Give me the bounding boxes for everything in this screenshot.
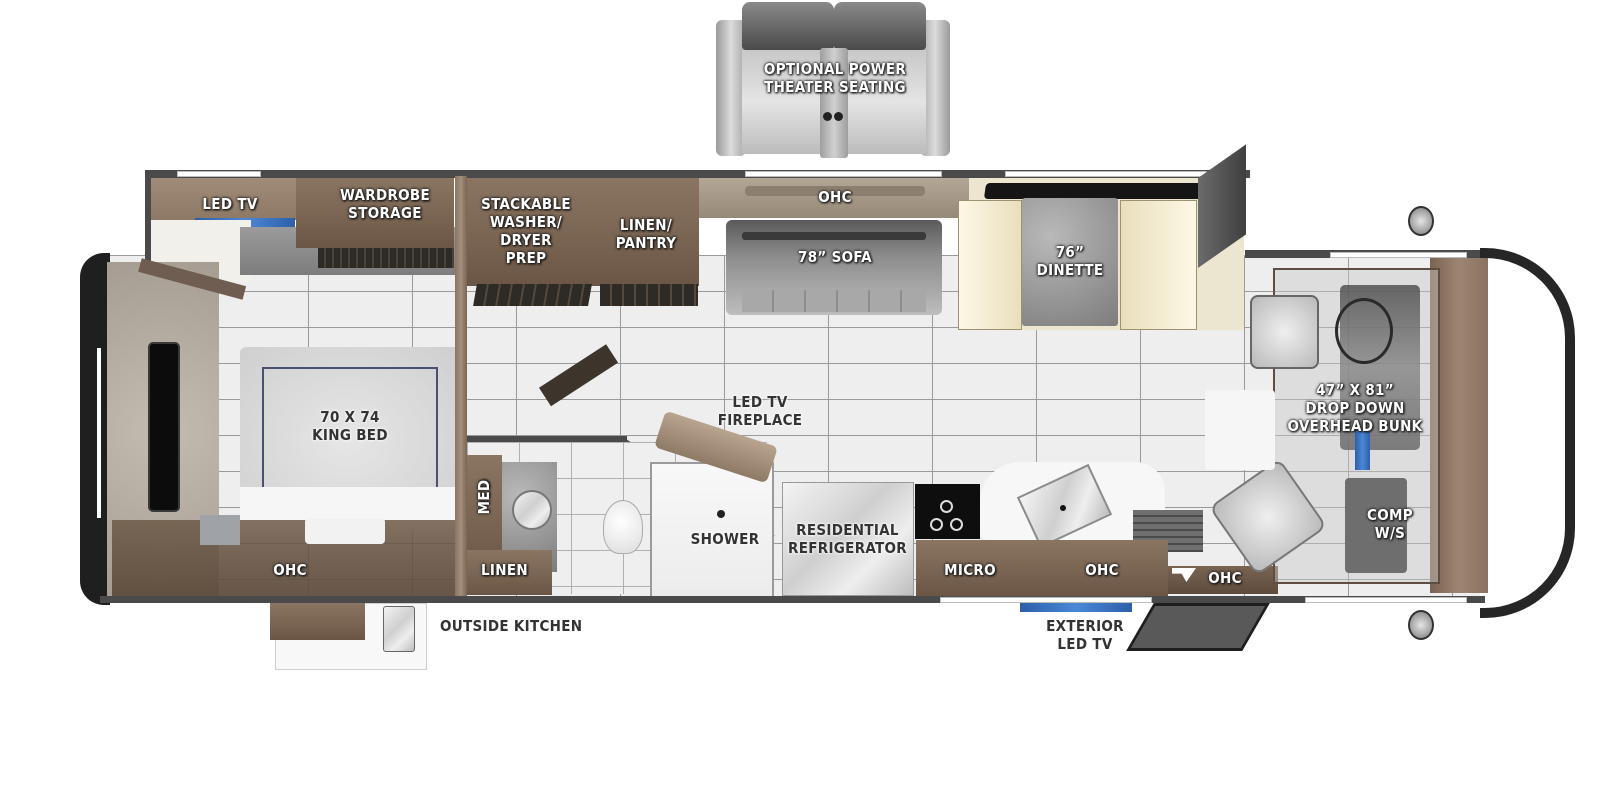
ohc-sofa-cabinet xyxy=(699,178,969,218)
dash-screen xyxy=(1355,430,1370,470)
front-cap xyxy=(1480,248,1575,618)
slideout-wall-top xyxy=(145,170,1250,178)
label-king-bed: 70 X 74 KING BED xyxy=(312,408,388,444)
rear-window xyxy=(148,342,180,512)
label-wardrobe-storage: WARDROBE STORAGE xyxy=(339,186,431,222)
exterior-wall-bottom xyxy=(100,596,1485,603)
label-theater-seating: OPTIONAL POWER THEATER SEATING xyxy=(763,60,907,96)
drain-icon xyxy=(1060,505,1066,511)
wardrobe-storage xyxy=(296,178,454,248)
window xyxy=(1005,171,1207,177)
shower xyxy=(650,462,774,598)
linen-bath-cabinet xyxy=(467,550,552,595)
label-linen-bath: LINEN xyxy=(481,561,528,579)
label-sofa: 78” SOFA xyxy=(798,248,872,266)
label-med: MED xyxy=(475,479,493,515)
captain-chair-1 xyxy=(1250,295,1319,369)
burner-icon xyxy=(950,518,963,531)
washer-dryer-linen-cabinet xyxy=(467,178,699,286)
cab-table xyxy=(1205,390,1275,470)
cupholder-icon xyxy=(823,112,832,121)
mirror-bottom xyxy=(1408,610,1434,640)
ohc-bedroom-cabinet xyxy=(112,520,455,596)
steering-wheel xyxy=(1335,298,1393,364)
window xyxy=(1330,252,1467,258)
dinette-table xyxy=(1022,198,1118,326)
theater-seating xyxy=(716,2,950,158)
exterior-tv-screen xyxy=(1020,603,1132,612)
label-ohc-bedroom: OHC xyxy=(273,561,307,579)
label-ohc-kitchen: OHC xyxy=(1085,561,1119,579)
label-outside-kitchen: OUTSIDE KITCHEN xyxy=(440,617,583,635)
label-micro: MICRO xyxy=(944,561,996,579)
mirror-top xyxy=(1408,206,1434,236)
label-led-tv-bedroom: LED TV xyxy=(202,195,258,213)
residential-refrigerator xyxy=(782,482,914,596)
label-refrigerator: RESIDENTIAL REFRIGERATOR xyxy=(788,521,907,557)
label-exterior-tv: EXTERIOR LED TV xyxy=(1046,617,1124,653)
outside-kitchen-sink xyxy=(383,606,415,652)
window xyxy=(940,597,1152,603)
toilet xyxy=(603,500,643,554)
bedroom-divider-wall xyxy=(455,176,467,600)
label-comp-ws: COMP W/S xyxy=(1367,506,1413,542)
window xyxy=(1305,597,1467,603)
label-led-tv-fireplace: LED TV FIREPLACE xyxy=(717,393,803,429)
burner-icon xyxy=(930,518,943,531)
window xyxy=(745,171,942,177)
label-washer-dryer: STACKABLE WASHER/ DRYER PREP xyxy=(481,195,571,267)
label-ohc-front: OHC xyxy=(1208,569,1242,587)
bedroom-tv-cabinet xyxy=(151,178,296,220)
bath-wall xyxy=(467,436,627,442)
bath-sink xyxy=(512,490,552,530)
outside-kitchen-cabinet xyxy=(270,603,365,640)
label-linen-pantry: LINEN/ PANTRY xyxy=(615,216,677,252)
cupholder-icon xyxy=(834,112,843,121)
label-ohc-sofa: OHC xyxy=(818,188,852,206)
entry-steps xyxy=(1126,603,1270,651)
label-shower: SHOWER xyxy=(690,530,760,548)
window xyxy=(177,171,261,177)
burner-icon xyxy=(940,500,953,513)
label-bunk: 47” X 81” DROP DOWN OVERHEAD BUNK xyxy=(1287,381,1423,435)
passenger-area xyxy=(1345,478,1407,573)
dinette-bench-right xyxy=(1120,200,1197,330)
shower-drain-icon xyxy=(717,510,725,518)
rear-cap xyxy=(80,253,110,605)
dinette-bench-left xyxy=(958,200,1022,330)
micro-ohc-cabinet xyxy=(916,540,1168,596)
label-dinette: 76” DINETTE xyxy=(1036,243,1104,279)
